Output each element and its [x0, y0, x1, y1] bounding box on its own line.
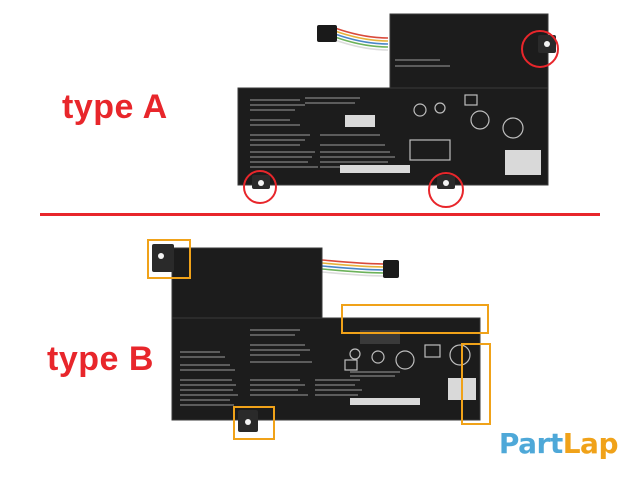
battery-a-cert-marks: [409, 94, 524, 161]
battery-b-print: [180, 329, 400, 406]
battery-a-lower-body: [237, 87, 549, 186]
highlight-circle-a-right: [521, 30, 559, 68]
battery-b-connector: [321, 259, 399, 278]
battery-a-connector: [317, 25, 389, 51]
battery-a-print-left: [250, 59, 450, 168]
battery-type-a: [237, 13, 559, 208]
section-divider: [40, 213, 600, 216]
battery-a-upper-body: [389, 13, 549, 89]
highlight-box-b-right: [461, 343, 491, 425]
type-b-label: type B: [47, 340, 154, 378]
highlight-circle-a-middle: [428, 172, 464, 208]
battery-a-sticker-bar: [340, 165, 410, 173]
battery-b-cert-marks: [344, 344, 471, 371]
battery-b-lower-body: [171, 317, 481, 421]
logo-lap-text: Lap: [562, 427, 619, 460]
partlap-logo: PartLap: [498, 427, 619, 460]
highlight-box-b-top-middle: [341, 304, 489, 334]
highlight-box-b-bottom: [233, 406, 275, 440]
highlight-circle-a-left: [243, 170, 277, 204]
type-a-label: type A: [62, 88, 168, 126]
battery-b-sticker-bar: [350, 398, 420, 405]
battery-type-b: [147, 239, 491, 440]
battery-a-sticker-right: [505, 150, 541, 175]
battery-b-upper-body: [171, 247, 323, 321]
logo-part-text: Part: [498, 427, 563, 460]
battery-a-sticker-qr: [345, 115, 375, 127]
highlight-box-b-top-left: [147, 239, 191, 279]
